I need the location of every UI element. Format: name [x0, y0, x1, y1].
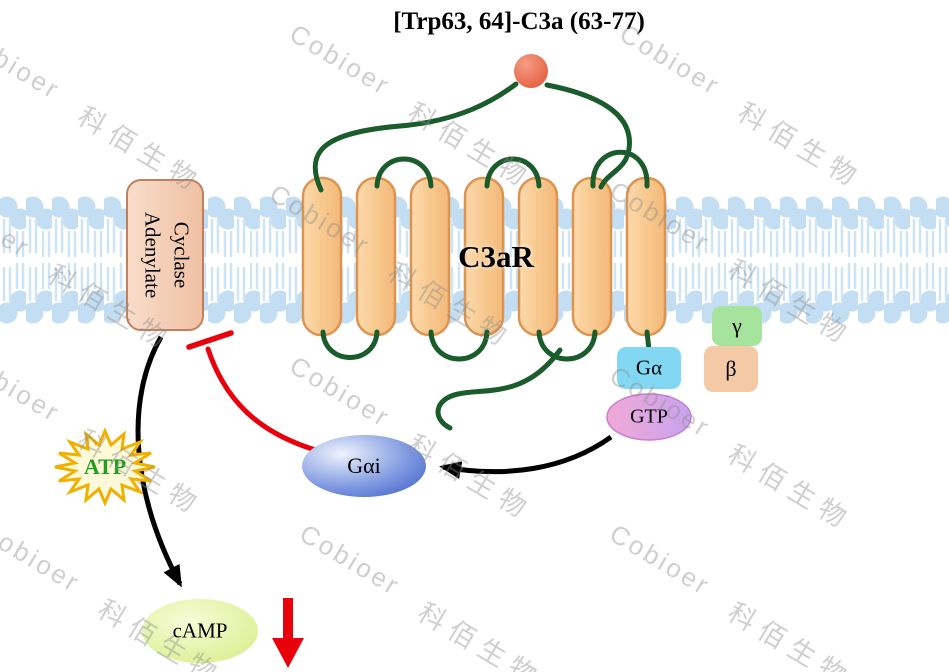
- receptor-helix: [355, 176, 397, 337]
- g-beta-box: [704, 346, 758, 392]
- g-alpha-i-ellipse: [302, 435, 426, 497]
- receptor-helix: [517, 176, 559, 337]
- peptide-chain-loops: [312, 81, 652, 431]
- receptor-helix: [301, 176, 343, 337]
- receptor-helix: [463, 176, 505, 337]
- g-alpha-box: [617, 347, 681, 389]
- g-gamma-box: [712, 306, 762, 346]
- adenylate-cyclase-box: [126, 179, 204, 331]
- receptor-helix: [571, 176, 613, 337]
- receptor-helix: [625, 176, 667, 337]
- inhibition-line: [186, 330, 325, 455]
- camp-ellipse: [142, 599, 258, 663]
- gtp-ellipse: [606, 393, 692, 441]
- receptor-helix: [409, 176, 451, 337]
- atp-burst: [54, 427, 156, 507]
- catalysis-arrow: [135, 335, 183, 588]
- activation-arrow: [439, 434, 613, 480]
- ligand-circle: [514, 54, 548, 88]
- camp-decrease-arrow: [272, 598, 304, 668]
- receptor-helices: [301, 176, 667, 337]
